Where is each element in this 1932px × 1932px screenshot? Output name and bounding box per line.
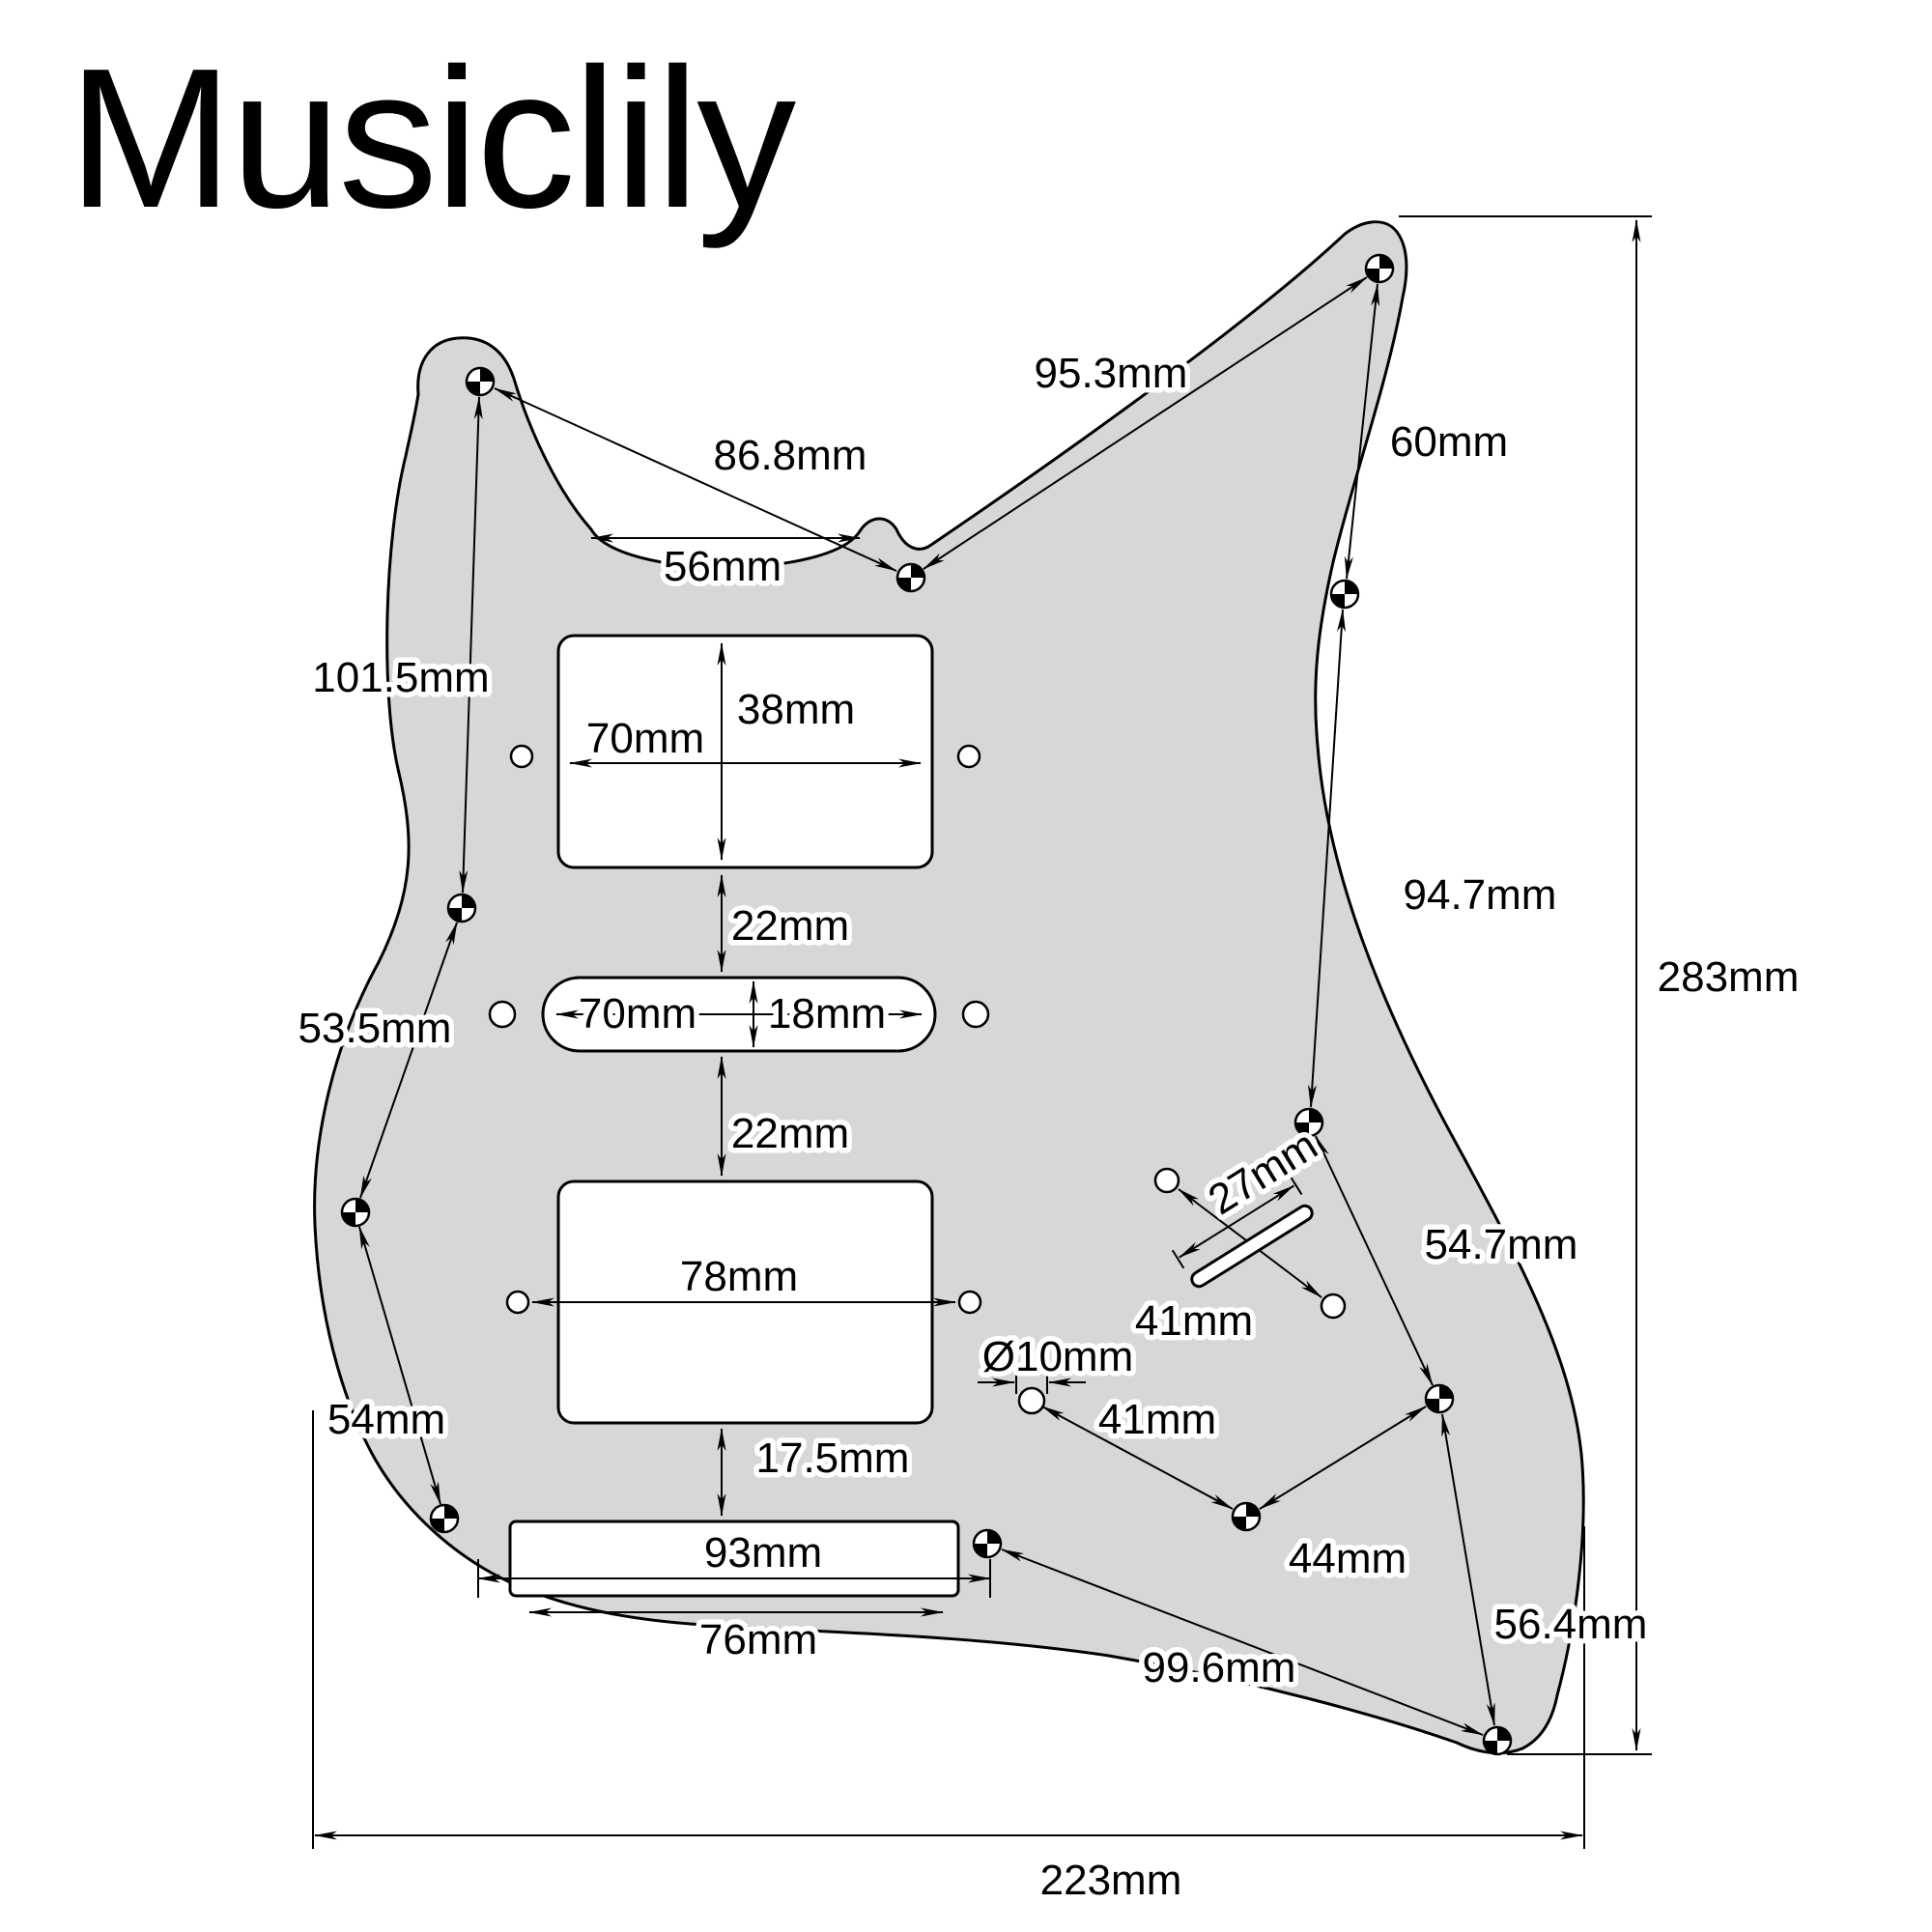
- mounting-hole: [1482, 1725, 1513, 1756]
- dim-label-94-7: 94.7mm: [1404, 871, 1557, 919]
- mounting-hole: [1231, 1501, 1262, 1532]
- mounting-hole: [340, 1197, 371, 1228]
- diameter-10mm-hole: [1017, 1386, 1046, 1415]
- dim-label-78: 78mm: [680, 1253, 798, 1300]
- dim-label-44: 44mm: [1289, 1535, 1406, 1582]
- pickup-screw-hole: [505, 1290, 530, 1315]
- dim-line-95-3: [923, 276, 1368, 570]
- dim-label-41-slot: 41mm: [1135, 1297, 1253, 1345]
- mounting-hole: [1424, 1383, 1455, 1414]
- mounting-hole: [1364, 253, 1395, 284]
- dim-label-17-5: 17.5mm: [756, 1435, 910, 1482]
- pickup-screw-hole: [961, 1000, 990, 1029]
- mounting-hole: [446, 893, 477, 923]
- dim-line-44: [1259, 1406, 1427, 1510]
- mounting-hole: [429, 1503, 460, 1534]
- brand-title: Musiclily: [68, 27, 796, 249]
- dim-line-99-6: [1001, 1548, 1484, 1736]
- dim-label-101-5: 101.5mm: [312, 654, 489, 701]
- dim-label-54-7: 54.7mm: [1425, 1221, 1578, 1268]
- dim-line-60: [1344, 283, 1380, 580]
- pickup-screw-hole: [488, 1000, 517, 1029]
- mounting-hole: [972, 1528, 1003, 1559]
- dim-label-53-5: 53.5mm: [298, 1005, 452, 1052]
- slot-screw-hole: [1153, 1167, 1180, 1194]
- mounting-hole: [895, 562, 926, 593]
- dim-label-283: 283mm: [1658, 953, 1800, 1001]
- dim-label-86-8: 86.8mm: [714, 432, 867, 479]
- dim-line-54-7: [1315, 1135, 1434, 1386]
- dim-line-101-5: [459, 396, 483, 894]
- mounting-hole: [1329, 579, 1360, 610]
- neck-humbucker-cutout: [556, 634, 934, 869]
- dim-line-27: [1178, 1184, 1295, 1259]
- dim-label-223: 223mm: [1040, 1857, 1182, 1904]
- dim-label-70-neck: 70mm: [586, 715, 704, 762]
- dim-label-22-lower: 22mm: [731, 1110, 849, 1157]
- dim-label-95-3: 95.3mm: [1035, 350, 1188, 397]
- dim-line-94-7: [1307, 609, 1347, 1108]
- dim-label-99-6: 99.6mm: [1143, 1644, 1296, 1691]
- dim-label-60: 60mm: [1390, 418, 1508, 466]
- dim-label-93: 93mm: [704, 1529, 822, 1577]
- dim-label-41-hole: 41mm: [1098, 1396, 1216, 1443]
- dim-line-41-hole: [1041, 1406, 1234, 1510]
- tick-27-left: [1171, 1249, 1185, 1269]
- pickup-screw-hole: [509, 744, 534, 769]
- dim-label-76: 76mm: [699, 1616, 817, 1663]
- pickup-screw-hole: [957, 1290, 982, 1315]
- dim-label-54: 54mm: [327, 1396, 445, 1443]
- dim-label-18: 18mm: [768, 990, 886, 1037]
- dim-label-diameter-10: Ø10mm: [982, 1333, 1133, 1380]
- dim-label-38: 38mm: [737, 686, 855, 733]
- dim-label-22-upper: 22mm: [731, 902, 849, 950]
- pickup-screw-hole: [956, 744, 981, 769]
- dim-label-56-4: 56.4mm: [1494, 1601, 1648, 1648]
- tick-27-right: [1290, 1176, 1303, 1196]
- dim-label-56: 56mm: [664, 543, 781, 590]
- mounting-hole: [465, 366, 496, 397]
- slot-screw-hole: [1320, 1293, 1347, 1320]
- dim-line-53-5: [359, 922, 458, 1199]
- dim-label-70-middle: 70mm: [579, 990, 696, 1037]
- dim-line-54: [358, 1226, 441, 1505]
